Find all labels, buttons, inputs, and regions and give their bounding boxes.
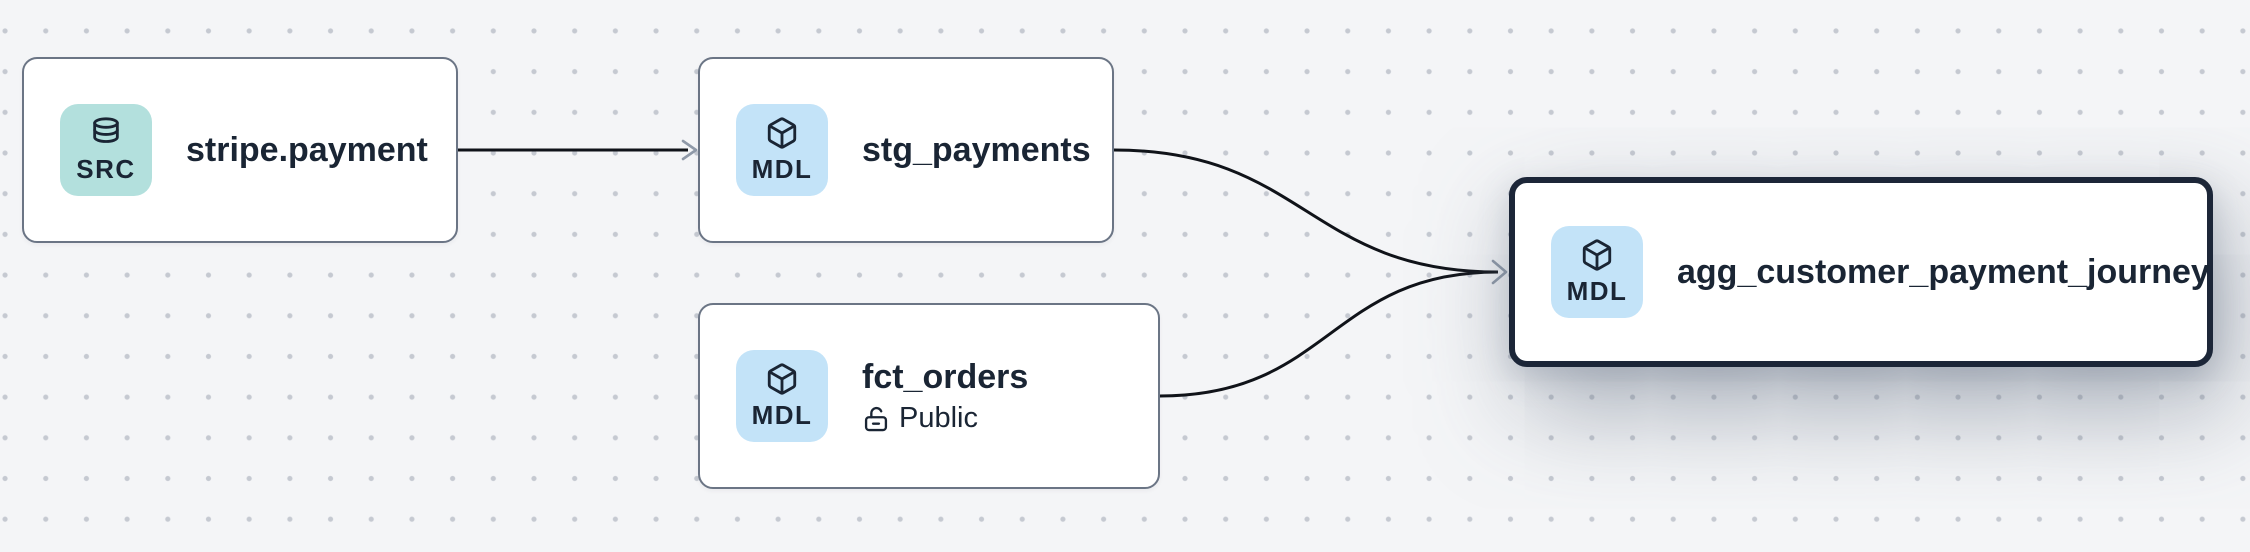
node-type-badge-model: MDL [1551, 226, 1643, 318]
badge-label: SRC [76, 154, 136, 184]
node-type-badge-model: MDL [736, 104, 828, 196]
node-stg-payments[interactable]: MDL stg_payments [698, 57, 1114, 243]
arrowhead-icon [1491, 259, 1508, 285]
edge-fct-to-agg[interactable] [1159, 270, 1499, 398]
badge-label: MDL [751, 400, 813, 430]
lock-open-icon [862, 405, 890, 433]
node-title: fct_orders [862, 357, 1029, 396]
access-level-label: Public [899, 402, 978, 435]
access-level-row: Public [862, 403, 1028, 435]
edge-stg-to-agg[interactable] [1113, 148, 1499, 274]
node-title: stripe.payment [186, 130, 428, 169]
node-title: stg_payments [862, 130, 1091, 169]
badge-label: MDL [1566, 276, 1628, 306]
node-stripe-payment[interactable]: SRC stripe.payment [22, 57, 458, 243]
cube-icon [765, 115, 799, 151]
node-agg-customer-payment-journey[interactable]: MDL agg_customer_payment_journey [1509, 177, 2213, 367]
cube-icon [765, 361, 799, 397]
node-type-badge-source: SRC [60, 104, 152, 196]
cube-icon [1580, 237, 1614, 273]
node-type-badge-model: MDL [736, 350, 828, 442]
node-fct-orders[interactable]: MDL fct_orders Public [698, 303, 1160, 489]
database-icon [89, 115, 123, 151]
node-title: agg_customer_payment_journey [1677, 252, 2210, 291]
arrowhead-icon [681, 139, 698, 161]
badge-label: MDL [751, 154, 813, 184]
